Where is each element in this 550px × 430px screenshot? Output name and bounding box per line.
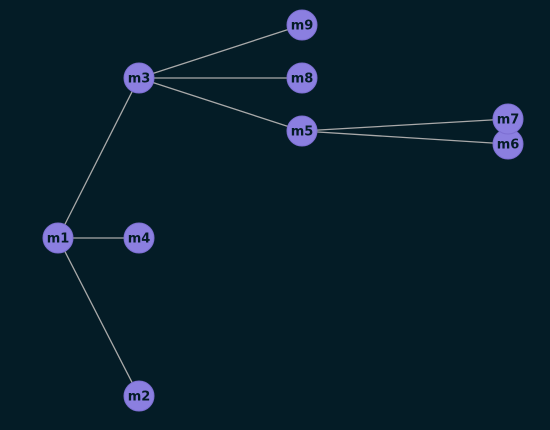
node-m2[interactable]: m2 — [123, 380, 155, 412]
edge-m3-m5 — [138, 77, 303, 132]
node-m9[interactable]: m9 — [286, 9, 318, 41]
node-label-m4: m4 — [128, 232, 151, 247]
node-m3[interactable]: m3 — [123, 62, 155, 94]
node-label-m9: m9 — [291, 19, 314, 34]
node-label-m8: m8 — [291, 72, 314, 87]
nodes-layer: m1 m2 m3 m4 m5 m6 m7 m8 m9 — [42, 9, 524, 412]
edge-m1-m3 — [57, 77, 140, 239]
node-circle-m9[interactable] — [286, 9, 318, 41]
node-m6[interactable]: m6 — [492, 128, 524, 160]
node-m1[interactable]: m1 — [42, 222, 74, 254]
node-m8[interactable]: m8 — [286, 62, 318, 94]
node-circle-m8[interactable] — [286, 62, 318, 94]
node-label-m2: m2 — [128, 390, 151, 405]
edge-m3-m9 — [138, 24, 303, 79]
node-circle-m5[interactable] — [286, 115, 318, 147]
node-m5[interactable]: m5 — [286, 115, 318, 147]
node-circle-m2[interactable] — [123, 380, 155, 412]
node-label-m5: m5 — [291, 125, 314, 140]
node-label-m7: m7 — [497, 113, 520, 128]
edge-m5-m6 — [301, 130, 509, 145]
node-circle-m3[interactable] — [123, 62, 155, 94]
node-m7[interactable]: m7 — [492, 103, 524, 135]
edge-m5-m7 — [301, 118, 509, 132]
node-m4[interactable]: m4 — [123, 222, 155, 254]
node-label-m6: m6 — [497, 138, 520, 153]
node-label-m1: m1 — [47, 232, 70, 247]
edges-layer — [57, 24, 509, 397]
node-circle-m4[interactable] — [123, 222, 155, 254]
node-circle-m7[interactable] — [492, 103, 524, 135]
node-circle-m1[interactable] — [42, 222, 74, 254]
node-label-m3: m3 — [128, 72, 151, 87]
edge-m1-m2 — [57, 237, 140, 397]
